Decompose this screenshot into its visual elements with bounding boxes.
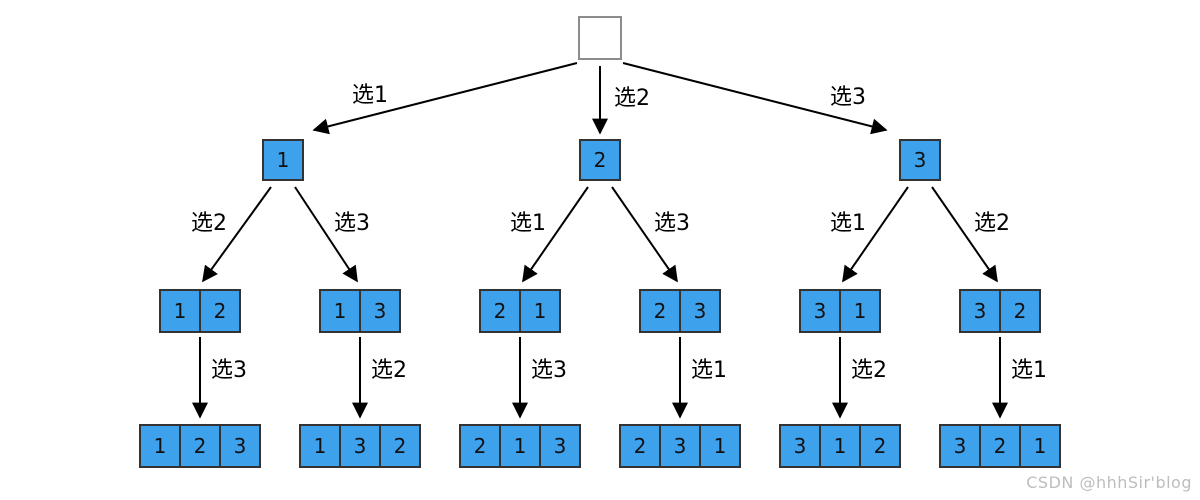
edge-label-n3-n32: 选2: [974, 211, 1010, 236]
node-cell: 2: [979, 424, 1021, 468]
edge-label-root-n1: 选1: [352, 83, 388, 108]
node-cell: 2: [459, 424, 501, 468]
node-cell: 2: [639, 289, 681, 333]
node-cell: 2: [579, 139, 621, 181]
node-cell: 3: [659, 424, 701, 468]
node-cell: 1: [819, 424, 861, 468]
edge-label-n2-n23: 选3: [654, 211, 690, 236]
node-cell: 3: [339, 424, 381, 468]
edge-label-root-n2: 选2: [614, 86, 650, 111]
node-cell: 1: [499, 424, 541, 468]
node-cell: 1: [519, 289, 561, 333]
edge-label-n1-n13: 选3: [334, 211, 370, 236]
node-cell: 1: [159, 289, 201, 333]
node-cell: 2: [199, 289, 241, 333]
node-cell: 3: [539, 424, 581, 468]
node-cell: 3: [219, 424, 261, 468]
edge-label-n21-n213: 选3: [531, 358, 567, 383]
node-cell: 2: [379, 424, 421, 468]
node-cell: [578, 16, 622, 60]
edge-label-n32-n321: 选1: [1011, 358, 1047, 383]
node-cell: 1: [319, 289, 361, 333]
node-cell: 3: [359, 289, 401, 333]
node-cell: 1: [262, 139, 304, 181]
edge-label-n1-n12: 选2: [191, 211, 227, 236]
node-cell: 1: [1019, 424, 1061, 468]
node-cell: 2: [179, 424, 221, 468]
edge-label-n31-n312: 选2: [851, 358, 887, 383]
node-cell: 1: [139, 424, 181, 468]
node-cell: 3: [959, 289, 1001, 333]
node-cell: 2: [619, 424, 661, 468]
watermark: CSDN @hhhSir'blog: [1026, 473, 1192, 492]
node-cell: 3: [679, 289, 721, 333]
tree-node-3: 3: [899, 139, 941, 181]
node-cell: 2: [859, 424, 901, 468]
node-cell: 1: [699, 424, 741, 468]
edge-label-n13-n132: 选2: [371, 358, 407, 383]
edge-label-n2-n21: 选1: [510, 211, 546, 236]
tree-node-2: 2: [579, 139, 621, 181]
node-cell: 3: [899, 139, 941, 181]
node-cell: 2: [479, 289, 521, 333]
edge-label-n23-n231: 选1: [691, 358, 727, 383]
node-cell: 1: [299, 424, 341, 468]
node-cell: 2: [999, 289, 1041, 333]
node-cell: 3: [939, 424, 981, 468]
node-cell: 3: [799, 289, 841, 333]
edge-label-n3-n31: 选1: [830, 211, 866, 236]
edge-label-root-n3: 选3: [830, 85, 866, 110]
tree-node-1: 1: [262, 139, 304, 181]
node-cell: 1: [839, 289, 881, 333]
edge-label-n12-n123: 选3: [211, 358, 247, 383]
node-cell: 3: [779, 424, 821, 468]
tree-root-node: [578, 16, 622, 60]
